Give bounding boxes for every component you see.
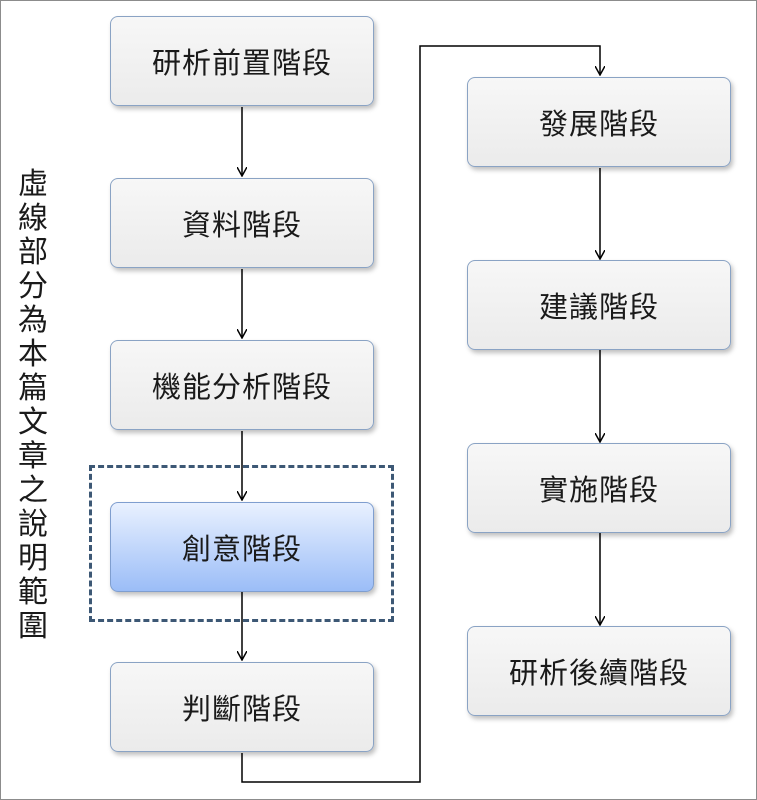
stage-development: 發展階段 xyxy=(467,77,731,167)
stage-creative: 創意階段 xyxy=(110,502,374,592)
stage-implementation: 實施階段 xyxy=(467,443,731,533)
stage-pre-analysis: 研析前置階段 xyxy=(110,16,374,106)
stage-evaluation: 判斷階段 xyxy=(110,662,374,752)
scope-note: 虛線部分為本篇文章之說明範圍 xyxy=(18,167,48,644)
arrow-5-6 xyxy=(241,45,600,783)
stage-post-analysis: 研析後續階段 xyxy=(467,626,731,716)
stage-recommendation: 建議階段 xyxy=(467,260,731,350)
stage-information: 資料階段 xyxy=(110,178,374,268)
stage-function-analysis: 機能分析階段 xyxy=(110,340,374,430)
scope-dashed-border xyxy=(89,465,394,622)
